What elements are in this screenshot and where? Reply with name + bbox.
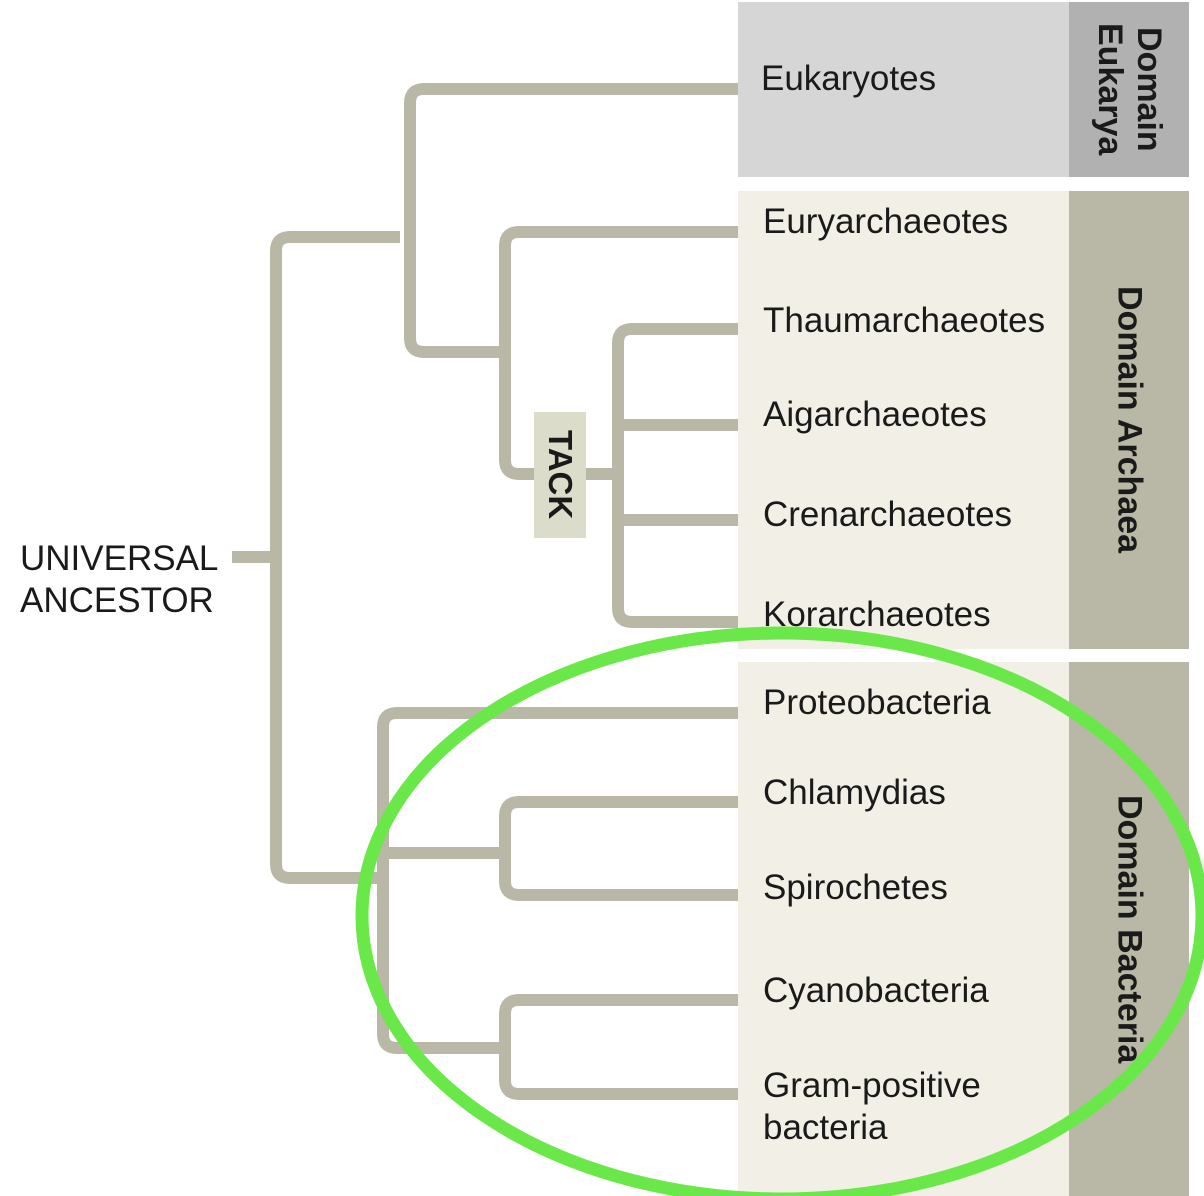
archaea-panel	[738, 191, 1071, 649]
gram-positive-line-2: bacteria	[763, 1108, 888, 1147]
gram-positive-line-1: Gram-positive	[763, 1066, 981, 1105]
archaea-domain-bar	[1069, 191, 1189, 649]
eukarya-panel	[738, 2, 1071, 177]
tack-clade-label: TACK	[534, 412, 586, 538]
taxon-spirochetes: Spirochetes	[763, 868, 948, 907]
universal-ancestor-line-1: UNIVERSAL	[20, 539, 219, 578]
taxon-chlamydias: Chlamydias	[763, 773, 946, 812]
domain-eukarya-label: Domain Eukarya	[1091, 23, 1169, 156]
universal-ancestor-line-2: ANCESTOR	[20, 581, 214, 620]
taxon-gram-positive-bacteria: Gram-positive bacteria	[763, 1065, 981, 1149]
taxon-eukaryotes: Eukaryotes	[761, 59, 937, 98]
eukarya-archaea-split	[404, 83, 738, 358]
taxon-euryarchaeotes: Euryarchaeotes	[763, 202, 1009, 241]
cyanobacteria-grampositive-split	[499, 994, 738, 1100]
taxon-proteobacteria: Proteobacteria	[763, 683, 991, 722]
taxon-korarchaeotes: Korarchaeotes	[763, 595, 991, 634]
universal-ancestor-label: UNIVERSAL ANCESTOR	[20, 538, 218, 622]
chlamydias-spirochetes-split	[499, 796, 738, 901]
taxon-thaumarchaeotes: Thaumarchaeotes	[763, 301, 1046, 340]
archaea-split	[499, 226, 738, 480]
taxon-aigarchaeotes: Aigarchaeotes	[763, 395, 987, 434]
taxon-crenarchaeotes: Crenarchaeotes	[763, 495, 1013, 534]
domain-archaea-label: Domain Archaea	[1110, 286, 1149, 554]
tack-split	[612, 323, 738, 628]
eukarya-domain-bar	[1069, 2, 1189, 177]
taxon-cyanobacteria: Cyanobacteria	[763, 971, 989, 1010]
